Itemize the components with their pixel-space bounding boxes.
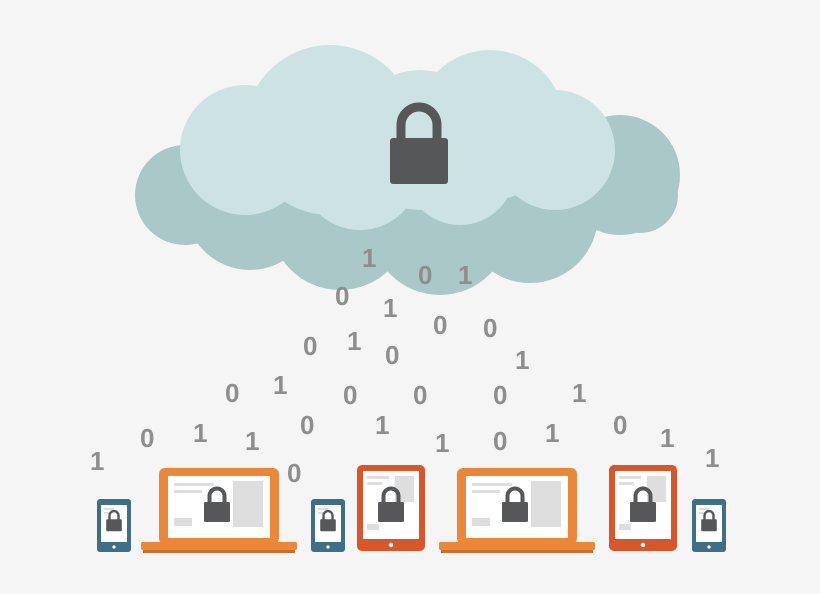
binary-digit: 0 <box>303 331 318 361</box>
binary-digit: 0 <box>225 378 240 408</box>
padlock-icon <box>106 509 122 532</box>
binary-digit: 0 <box>343 380 358 410</box>
binary-digit: 0 <box>140 423 155 453</box>
binary-digit: 0 <box>300 410 315 440</box>
padlock-icon <box>204 486 230 522</box>
binary-digit: 1 <box>347 326 362 356</box>
binary-digit: 0 <box>483 313 498 343</box>
binary-digit: 1 <box>375 410 390 440</box>
tablet <box>357 465 425 551</box>
binary-digit: 1 <box>245 426 260 456</box>
smartphone <box>311 499 345 552</box>
binary-digit: 1 <box>273 370 288 400</box>
smartphone <box>692 499 726 552</box>
binary-digit: 1 <box>515 345 530 375</box>
binary-digit: 1 <box>90 446 105 476</box>
binary-digit: 0 <box>493 426 508 456</box>
binary-digit: 0 <box>287 458 302 488</box>
padlock-icon <box>630 486 656 522</box>
binary-digit: 0 <box>385 340 400 370</box>
binary-digit: 0 <box>335 281 350 311</box>
padlock-icon <box>502 486 528 522</box>
binary-digit: 1 <box>458 260 473 290</box>
binary-digit: 0 <box>413 380 428 410</box>
padlock-icon <box>320 509 336 532</box>
binary-digit: 0 <box>493 380 508 410</box>
binary-digit: 1 <box>383 293 398 323</box>
binary-digit: 1 <box>545 418 560 448</box>
binary-digit: 1 <box>660 423 675 453</box>
laptop <box>141 468 297 553</box>
binary-digit: 1 <box>705 443 720 473</box>
padlock-icon <box>378 486 404 522</box>
cloud-front-layer <box>180 45 615 230</box>
smartphone <box>97 499 131 552</box>
binary-digit: 1 <box>362 243 377 273</box>
tablet <box>609 465 677 551</box>
devices-row <box>97 465 726 553</box>
binary-digit: 1 <box>435 428 450 458</box>
binary-digit: 0 <box>418 260 433 290</box>
cloud <box>135 45 680 295</box>
padlock-icon <box>390 102 448 184</box>
laptop <box>439 468 595 553</box>
binary-digit: 1 <box>572 378 587 408</box>
padlock-icon <box>701 509 717 532</box>
binary-digit: 0 <box>613 410 628 440</box>
binary-digit: 0 <box>433 310 448 340</box>
binary-digit: 1 <box>193 418 208 448</box>
